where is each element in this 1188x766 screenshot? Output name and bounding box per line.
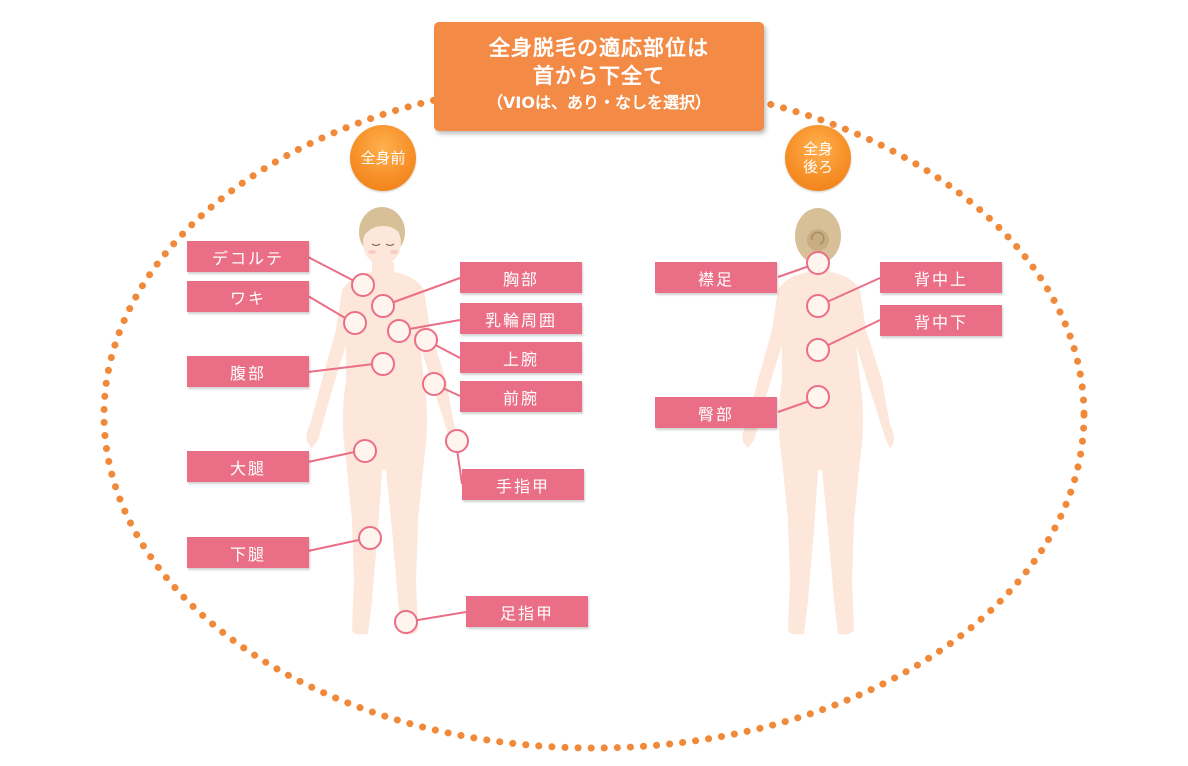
front-badge: 全身前 — [350, 125, 416, 191]
marker-buttocks — [806, 385, 830, 409]
title-box: 全身脱毛の適応部位は 首から下全て （VIOは、あり・なしを選択） — [434, 22, 764, 131]
label-thigh: 大腿 — [187, 451, 309, 482]
dotted-oval-border — [100, 78, 1088, 752]
marker-lower-leg — [358, 526, 382, 550]
label-lower-back: 背中下 — [880, 305, 1002, 336]
front-badge-text: 全身前 — [360, 149, 406, 167]
marker-hand — [445, 429, 469, 453]
marker-belly — [371, 352, 395, 376]
marker-upper-back — [806, 294, 830, 318]
marker-areola — [387, 319, 411, 343]
back-badge: 全身 後ろ — [785, 125, 851, 191]
marker-waki — [343, 311, 367, 335]
label-buttocks: 臀部 — [655, 397, 777, 428]
marker-chest — [371, 294, 395, 318]
label-nape: 襟足 — [655, 262, 777, 293]
label-upper-back: 背中上 — [880, 262, 1002, 293]
label-decollete: デコルテ — [187, 241, 309, 272]
back-badge-text: 全身 後ろ — [802, 140, 833, 176]
label-chest: 胸部 — [460, 262, 582, 293]
title-line-3: （VIOは、あり・なしを選択） — [487, 93, 711, 112]
marker-forearm — [422, 372, 446, 396]
marker-decollete — [351, 273, 375, 297]
title-line-2: 首から下全て — [533, 64, 665, 88]
marker-circles — [343, 251, 830, 634]
marker-lower-back — [806, 338, 830, 362]
label-areola: 乳輪周囲 — [460, 303, 582, 334]
label-forearm: 前腕 — [460, 381, 582, 412]
label-hand: 手指甲 — [462, 469, 584, 500]
marker-thigh — [353, 439, 377, 463]
label-belly: 腹部 — [187, 356, 309, 387]
back-figure — [742, 208, 894, 635]
label-waki: ワキ — [187, 281, 309, 312]
marker-nape — [806, 251, 830, 275]
title-line-1: 全身脱毛の適応部位は — [489, 36, 709, 60]
marker-foot — [394, 610, 418, 634]
label-upper-arm: 上腕 — [460, 342, 582, 373]
front-figure — [306, 207, 458, 635]
label-lower-leg: 下腿 — [187, 537, 309, 568]
marker-upper-arm — [414, 328, 438, 352]
label-foot: 足指甲 — [466, 596, 588, 627]
